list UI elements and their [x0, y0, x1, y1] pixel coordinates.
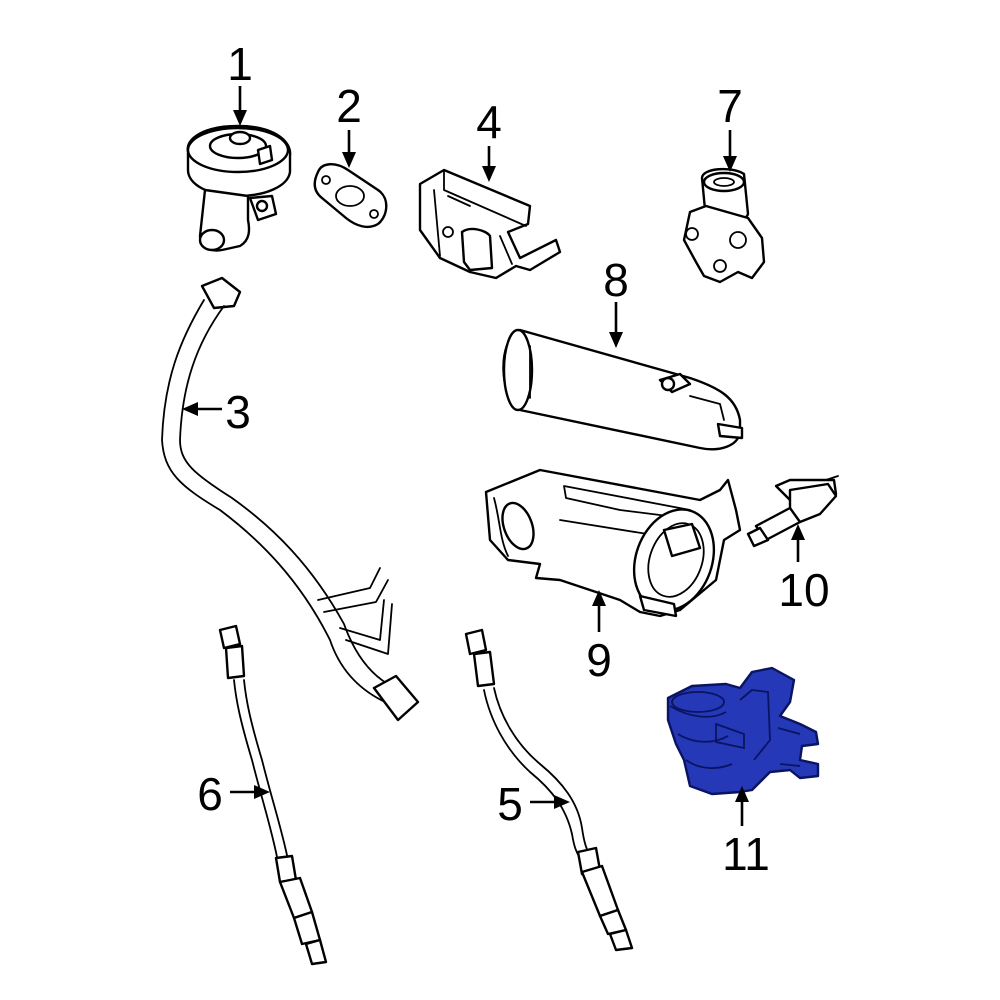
part-6-o2-sensor[interactable]	[218, 624, 328, 966]
part-5-o2-sensor[interactable]	[464, 628, 634, 952]
part-11-valve-highlighted[interactable]	[666, 666, 820, 796]
part-2-gasket[interactable]	[313, 163, 388, 229]
callout-6: 6	[197, 768, 223, 820]
callout-labels: 1 2 3 4 5 6 7 8 9 10 11	[197, 38, 829, 880]
callout-arrows	[182, 86, 805, 826]
callout-7: 7	[717, 80, 743, 132]
callout-4: 4	[476, 96, 502, 148]
part-10-fitting[interactable]	[746, 475, 839, 548]
callout-1: 1	[227, 38, 253, 90]
part-8-canister[interactable]	[502, 328, 744, 451]
callout-2: 2	[336, 80, 362, 132]
callout-9: 9	[586, 634, 612, 686]
part-4-solenoid[interactable]	[418, 168, 562, 280]
callout-3: 3	[225, 386, 251, 438]
callout-11: 11	[722, 828, 770, 880]
callout-5: 5	[497, 778, 523, 830]
callout-8: 8	[603, 254, 629, 306]
part-3-egr-tube[interactable]	[161, 276, 420, 722]
part-7-sensor[interactable]	[682, 167, 766, 284]
part-1-egr-valve[interactable]	[186, 124, 292, 252]
callout-10: 10	[778, 564, 829, 616]
part-9-bracket[interactable]	[484, 468, 742, 622]
